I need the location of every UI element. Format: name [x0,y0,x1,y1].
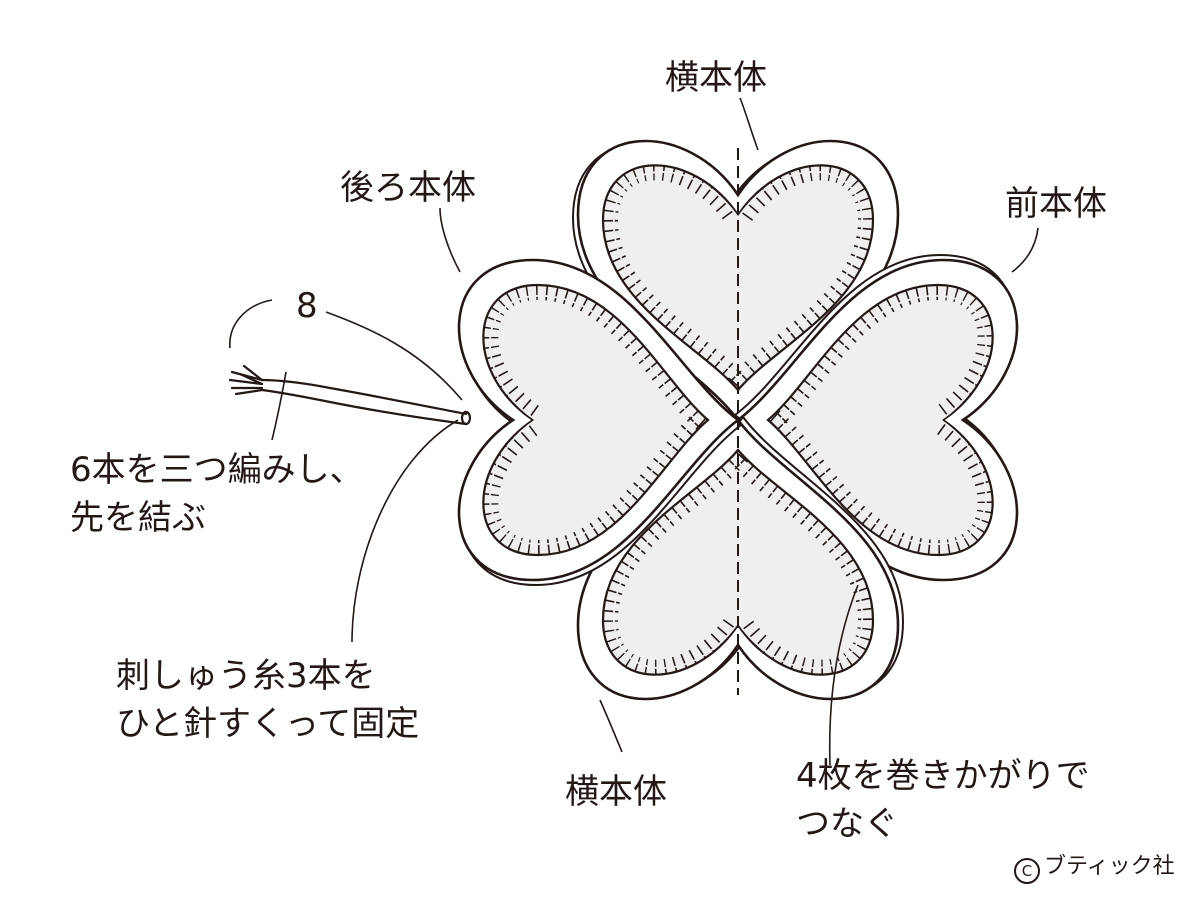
leader-mae [1011,227,1039,273]
leader-ushiro [439,207,461,273]
copyright-text: ブティック社 [1044,854,1175,879]
label-join-line1: 4枚を巻きかがりで [796,756,1090,796]
label-yoko-top: 横本体 [665,58,767,98]
label-eight: 8 [296,286,318,326]
label-mae: 前本体 [1005,184,1107,224]
label-join-line2: つなぐ [796,804,898,844]
leader-thread [351,419,459,643]
leader-braid-arc [229,299,273,349]
braided-cord [228,364,472,426]
label-thread-line1: 刺しゅう糸3本を [116,656,376,696]
copyright-icon: C [1014,858,1040,884]
label-yoko-bottom: 横本体 [565,772,667,812]
leader-yoko-bottom [599,699,623,753]
label-ushiro: 後ろ本体 [340,168,476,208]
leader-braid [271,371,287,441]
label-braid-line2: 先を結ぶ [70,498,206,538]
leader-yoko-top [739,97,759,151]
leader-join [828,584,859,766]
leader-eight [325,311,463,401]
label-thread-line2: ひと針すくって固定 [116,704,420,744]
leader-lines [229,97,1039,766]
label-braid-line1: 6本を三つ編みし、 [70,450,364,490]
